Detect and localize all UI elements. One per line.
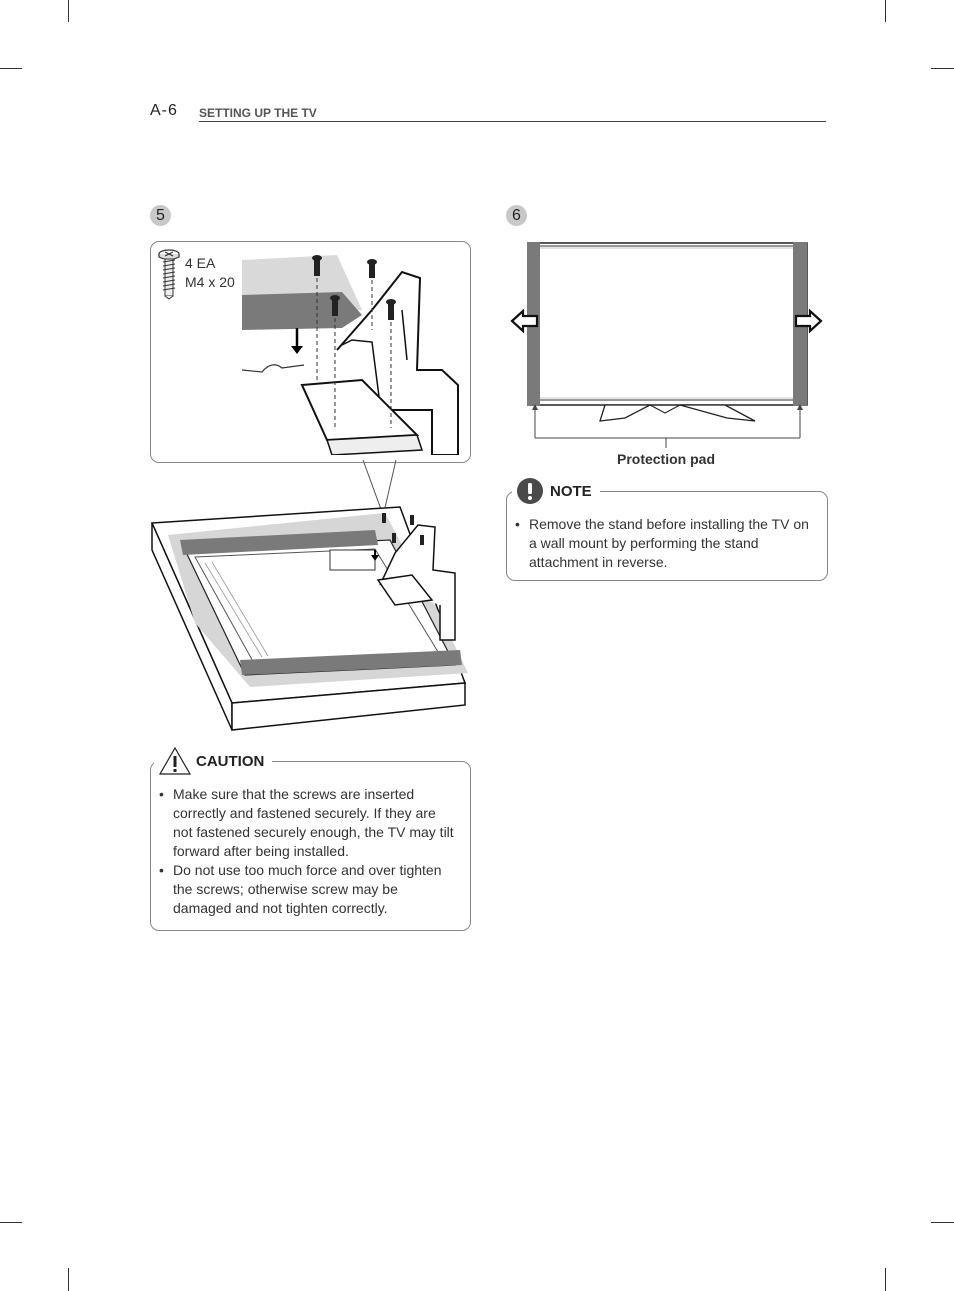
note-header: NOTE bbox=[512, 477, 600, 505]
header-rule bbox=[199, 121, 826, 122]
crop-mark bbox=[931, 68, 954, 69]
caution-header: CAUTION bbox=[154, 746, 273, 776]
tv-back-on-table-illustration bbox=[150, 506, 468, 731]
caution-title: CAUTION bbox=[192, 752, 269, 770]
crop-mark bbox=[68, 0, 69, 22]
list-item: Do not use too much force and over tight… bbox=[159, 861, 454, 918]
caution-list: Make sure that the screws are inserted c… bbox=[159, 785, 454, 918]
screw-quantity: 4 EA bbox=[185, 255, 216, 271]
stand-screw-detail-illustration bbox=[242, 255, 459, 455]
crop-mark bbox=[0, 1222, 22, 1223]
exclamation-circle-icon bbox=[517, 478, 543, 504]
note-title: NOTE bbox=[544, 482, 596, 500]
step-5-number: 5 bbox=[150, 205, 171, 226]
protection-pad-label: Protection pad bbox=[616, 451, 715, 467]
crop-mark bbox=[0, 68, 22, 69]
step-6-number: 6 bbox=[506, 205, 527, 226]
list-item: Make sure that the screws are inserted c… bbox=[159, 785, 454, 861]
section-title: SETTING UP THE TV bbox=[199, 106, 317, 120]
screw-spec: M4 x 20 bbox=[185, 274, 235, 290]
crop-mark bbox=[885, 0, 886, 22]
tv-front-with-protection-pads-illustration bbox=[510, 242, 823, 448]
list-item: Remove the stand before installing the T… bbox=[515, 515, 817, 572]
crop-mark bbox=[931, 1222, 954, 1223]
callout-pointer bbox=[362, 460, 397, 513]
note-list: Remove the stand before installing the T… bbox=[515, 515, 817, 572]
page-number: A-6 bbox=[150, 102, 178, 119]
crop-mark bbox=[885, 1268, 886, 1291]
crop-mark bbox=[68, 1268, 69, 1291]
screw-icon bbox=[158, 249, 180, 300]
warning-triangle-icon bbox=[158, 746, 192, 775]
